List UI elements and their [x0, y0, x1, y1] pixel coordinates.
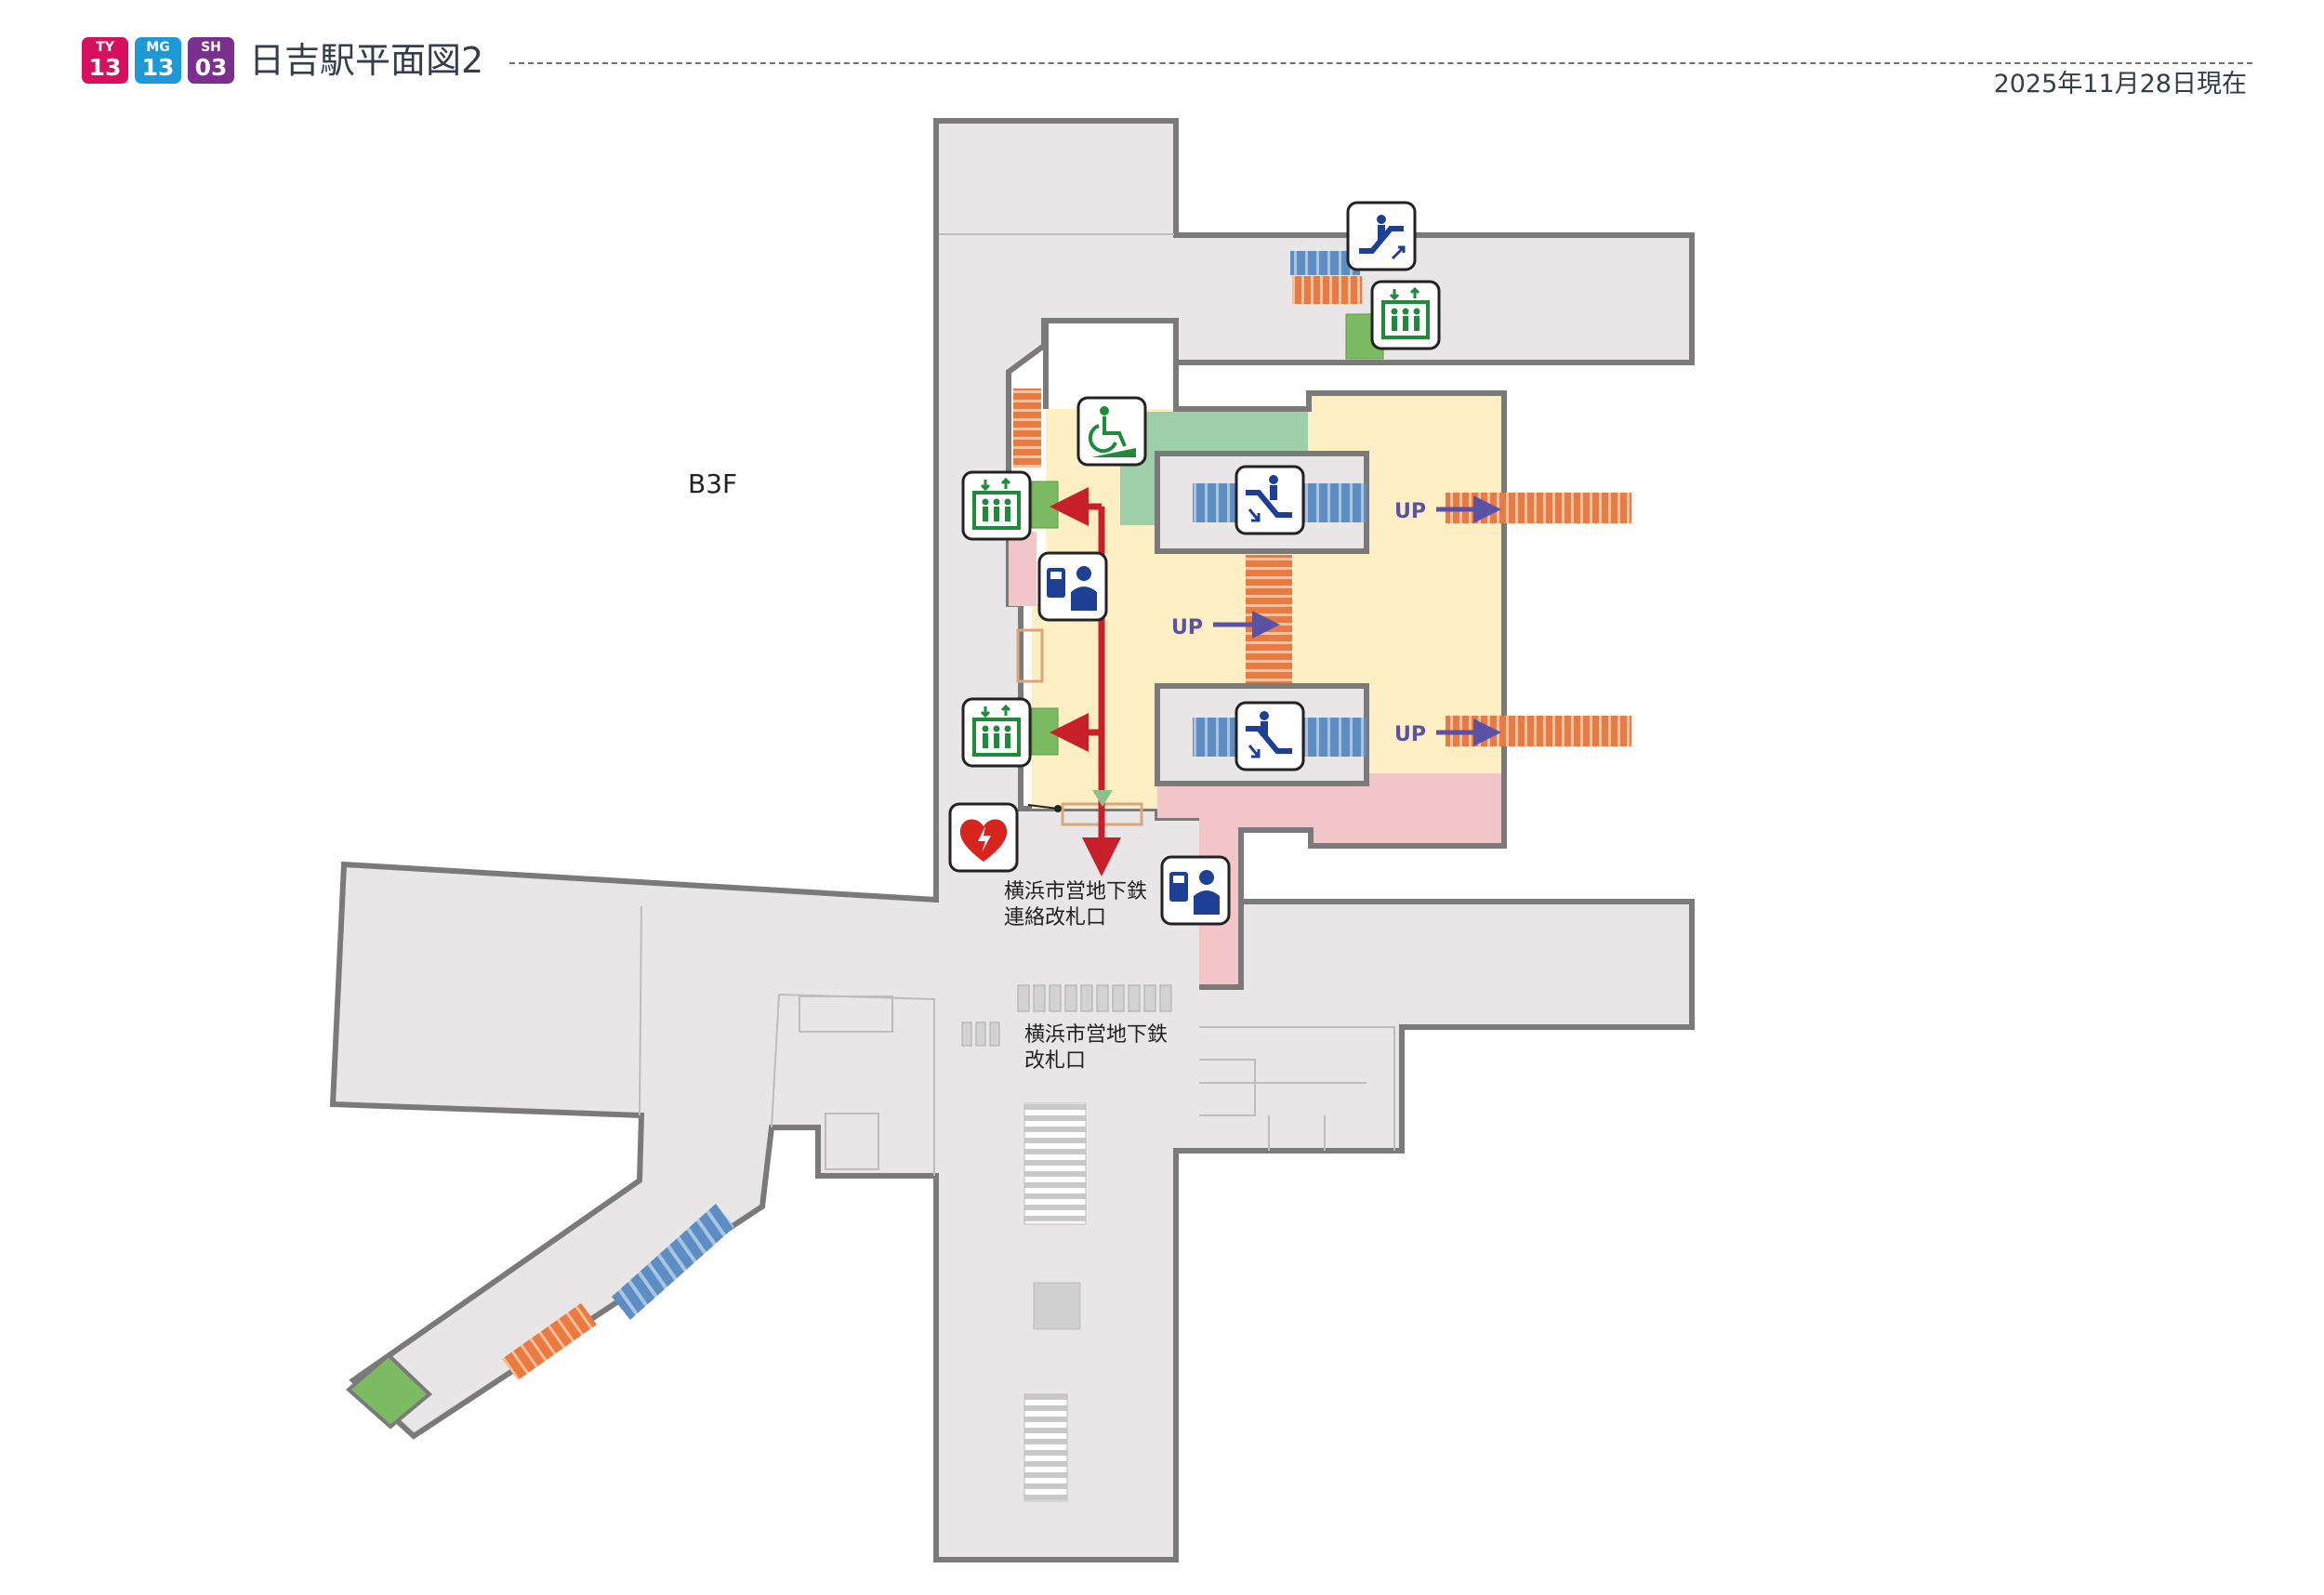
floor-label: B3F	[688, 468, 737, 499]
line-badge-ty: TY 13	[82, 37, 128, 84]
ticket-gate-label-2: 改札口	[1024, 1049, 1086, 1073]
escalator-down-icon[interactable]	[1235, 701, 1305, 771]
page-title: 日吉駅平面図2	[249, 40, 484, 81]
station-number: 03	[194, 54, 228, 81]
elevator-shafts	[345, 313, 1384, 1430]
line-code: SH	[201, 40, 221, 55]
line-code: MG	[146, 40, 170, 55]
as-of-date: 2025年11月28日現在	[1993, 70, 2247, 99]
elevator-icon[interactable]	[961, 470, 1032, 541]
header: TY 13 MG 13 SH 03 日吉駅平面図2 2025年11月28日現在	[0, 0, 2324, 102]
elevator-icon[interactable]	[1370, 280, 1441, 350]
interior-lines	[639, 233, 1395, 1176]
transfer-gate-label-2: 連絡改札口	[1004, 906, 1106, 929]
up-label: UP	[1171, 616, 1203, 639]
up-label: UP	[1394, 500, 1426, 523]
up-label: UP	[1394, 723, 1426, 746]
ticket-gates	[961, 984, 1172, 1047]
line-badge-mg: MG 13	[135, 37, 181, 84]
station-number: 13	[88, 54, 122, 81]
escalator-up-icon[interactable]	[1346, 201, 1417, 271]
route-marker	[1092, 790, 1113, 807]
line-badge-sh: SH 03	[188, 37, 234, 84]
pink-area	[1009, 532, 1037, 606]
up-arrows	[1213, 495, 1501, 746]
ticket-machine-staff-icon[interactable]	[1160, 855, 1231, 926]
elevator-icon[interactable]	[961, 697, 1032, 768]
escalator-icon[interactable]	[1235, 465, 1305, 535]
aed-icon[interactable]	[948, 802, 1019, 873]
wheelchair-slope-icon[interactable]	[1076, 396, 1147, 467]
ticket-gate-label-1: 横浜市営地下鉄	[1024, 1023, 1168, 1047]
line-code: TY	[96, 40, 114, 55]
station-number: 13	[141, 54, 175, 81]
title-divider	[509, 62, 2252, 64]
ticket-machine-staff-icon[interactable]	[1037, 551, 1108, 622]
transfer-gate-label-1: 横浜市営地下鉄	[1004, 880, 1147, 903]
